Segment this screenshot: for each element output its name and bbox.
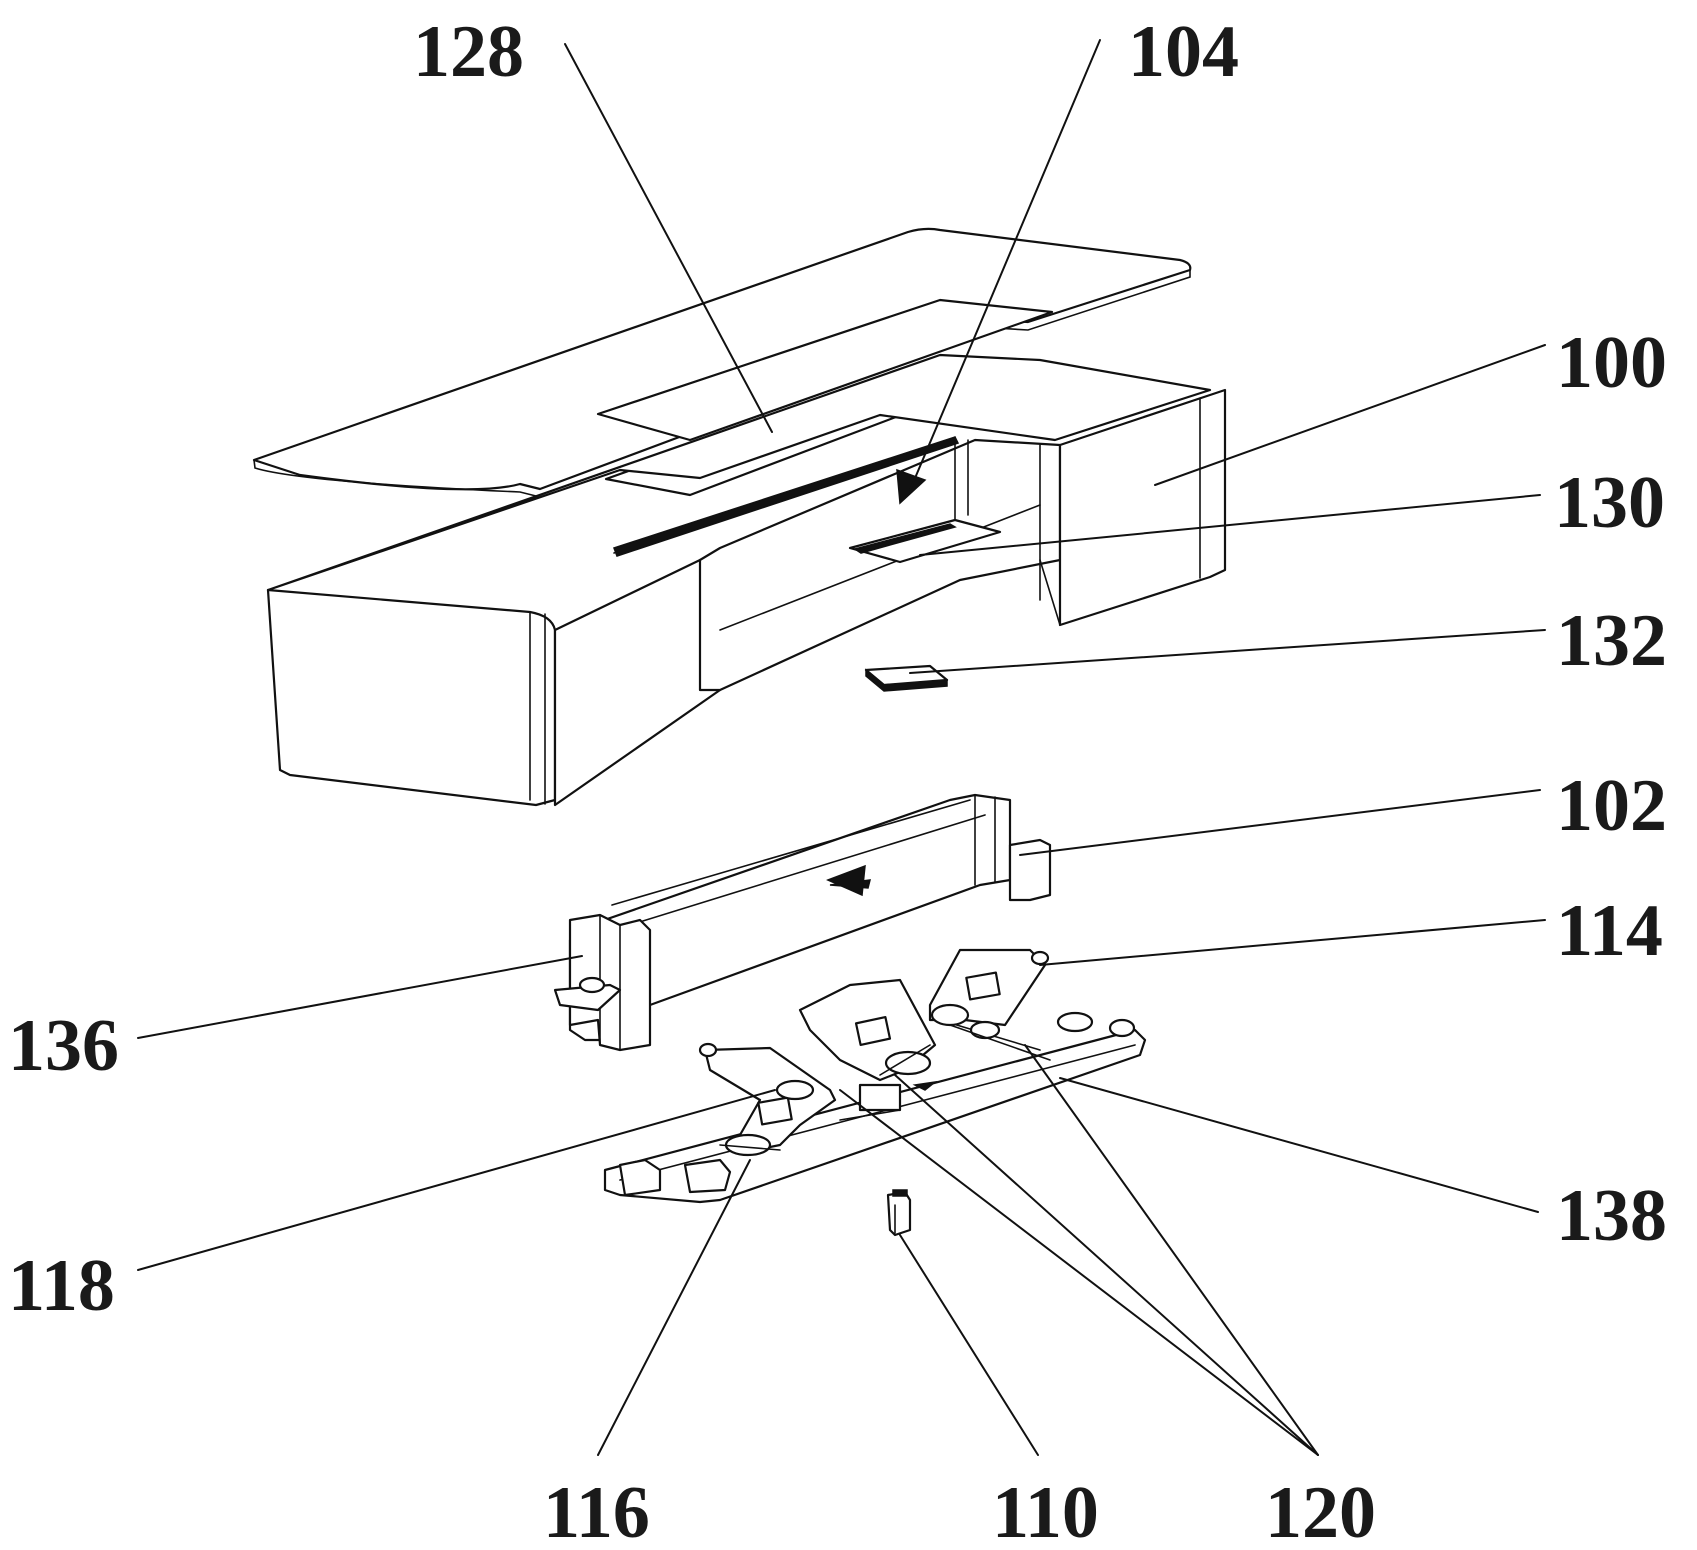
main-housing bbox=[266, 353, 1227, 807]
leader-120-a bbox=[839, 1089, 1319, 1456]
small-clip-part bbox=[886, 1189, 912, 1237]
label-130: 130 bbox=[1554, 462, 1665, 544]
leader-128 bbox=[564, 43, 773, 433]
leader-136 bbox=[137, 955, 583, 1039]
leader-116 bbox=[597, 1159, 751, 1456]
label-116: 116 bbox=[543, 1472, 650, 1550]
label-132: 132 bbox=[1556, 600, 1667, 682]
leader-132 bbox=[909, 629, 1546, 674]
leader-138 bbox=[1059, 1077, 1539, 1213]
leader-130 bbox=[919, 494, 1541, 556]
leader-118 bbox=[137, 1089, 776, 1271]
leader-110 bbox=[899, 1234, 1039, 1456]
inner-tray bbox=[553, 793, 1052, 1052]
label-138: 138 bbox=[1556, 1175, 1667, 1257]
leader-114 bbox=[1039, 919, 1546, 966]
label-110: 110 bbox=[992, 1472, 1099, 1550]
label-136: 136 bbox=[8, 1005, 119, 1087]
leader-120-b bbox=[894, 1074, 1319, 1456]
label-128: 128 bbox=[413, 11, 524, 93]
link-assembly-left bbox=[698, 1042, 837, 1157]
direction-arrow-102 bbox=[826, 864, 866, 897]
leader-lines bbox=[137, 39, 1546, 1456]
leader-120-c bbox=[1024, 1044, 1319, 1456]
label-102: 102 bbox=[1556, 765, 1667, 847]
link-assembly-middle bbox=[798, 978, 937, 1121]
label-118: 118 bbox=[8, 1245, 115, 1327]
small-chip-part bbox=[864, 664, 949, 692]
link-assembly-right bbox=[928, 948, 1051, 1061]
leader-100 bbox=[1154, 344, 1546, 486]
label-104: 104 bbox=[1128, 11, 1239, 93]
leader-104 bbox=[909, 39, 1101, 491]
leader-102 bbox=[1019, 789, 1541, 856]
label-114: 114 bbox=[1556, 890, 1663, 972]
label-120: 120 bbox=[1265, 1472, 1376, 1550]
label-100: 100 bbox=[1556, 322, 1667, 404]
reference-labels: 128 104 100 130 132 102 114 136 138 118 … bbox=[8, 11, 1667, 1550]
